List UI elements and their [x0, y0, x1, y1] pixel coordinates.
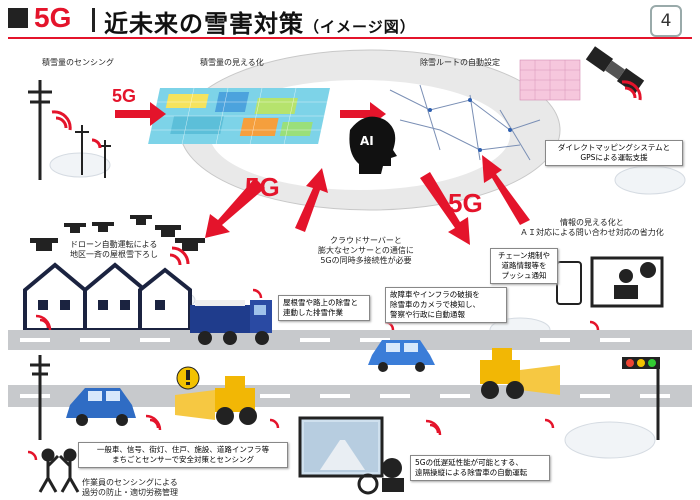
- callout-chain: チェーン規制や 道路情報等を プッシュ通知: [490, 248, 558, 284]
- operator-monitor-icon: [590, 256, 664, 308]
- arrow-right-to-map: [482, 155, 530, 225]
- label-snow-sensing: 積雪量のセンシング: [42, 58, 114, 67]
- blue-car-icon-lower: [66, 388, 136, 426]
- ai-label: AI: [360, 134, 374, 148]
- remote-monitor-icon: [298, 416, 384, 478]
- blue-car-icon: [368, 340, 435, 372]
- page-title-main: 近未来の雪害対策: [104, 10, 304, 38]
- label-5g-left: 5G: [245, 172, 280, 202]
- snow-loader-icon-left: [175, 376, 257, 425]
- callout-info: 情報の見える化と ＡＩ対応による問い合わせ対応の省力化: [520, 218, 664, 237]
- page-subtitle: （イメージ図）: [304, 18, 416, 36]
- house-icons: [23, 262, 192, 332]
- smartphone-icon: [556, 261, 582, 305]
- worker-icons: [38, 448, 80, 493]
- arrow-up-to-ai: [295, 168, 328, 232]
- utility-pole-icon: [28, 80, 52, 180]
- label-5g-top: 5G: [112, 86, 137, 106]
- page-title: 近未来の雪害対策（イメージ図）: [104, 4, 416, 39]
- callout-drone: ドローン自動運転による 地区一斉の屋根雪下ろし: [70, 240, 158, 259]
- arrow-ai-to-drones: [205, 178, 265, 238]
- road-upper: [8, 330, 692, 350]
- label-snow-visualization: 積雪量の見える化: [200, 58, 264, 67]
- callout-cloud: クラウドサーバーと 膨大なセンサーとの通信に 5Gの同時多接続性が必要: [318, 236, 414, 265]
- satellite-map: [519, 59, 581, 101]
- drone-icons: [30, 215, 205, 251]
- header-divider: [92, 8, 95, 32]
- snow-heatmap: [148, 88, 330, 144]
- callout-failure: 故障車やインフラの破損を 除雪車のカメラで検知し、 警察や行政に自動通報: [385, 287, 507, 323]
- page-number: 4: [650, 5, 682, 37]
- label-route-setting: 除雪ルートの自動設定: [420, 58, 500, 67]
- header-underline: [8, 37, 692, 39]
- remote-operator-icon: [357, 458, 404, 495]
- lower-pole-icon: [30, 355, 50, 440]
- header-square-icon: [8, 8, 28, 28]
- callout-worker: 作業員のセンシングによる 過労の防止・適切労務管理: [82, 478, 178, 497]
- callout-mapping: ダイレクトマッピングシステムと GPSによる運転支援: [545, 140, 683, 166]
- ai-head-icon: [349, 116, 397, 174]
- callout-remote: 5Gの低遅延性能が可能とする、 遠隔操縦による除雪車の自動運転: [410, 455, 550, 481]
- arrow-ai-to-right: [420, 172, 470, 245]
- callout-roof-truck: 屋根雪や路上の除雪と 連動した排雪作業: [278, 295, 370, 321]
- callout-sensing: 一般車、信号、街灯、住戸、施設、道路インフラ等 まちごとセンサーで安全対策とセン…: [78, 442, 288, 468]
- arrow-pole-to-map: [115, 102, 166, 126]
- snow-loader-icon-right: [480, 348, 560, 399]
- dump-truck-icon: [190, 300, 272, 345]
- traffic-light-icon: [622, 357, 660, 440]
- label-5g-right: 5G: [448, 188, 483, 218]
- warning-icon: [176, 366, 200, 390]
- header-brand: 5G: [34, 2, 72, 33]
